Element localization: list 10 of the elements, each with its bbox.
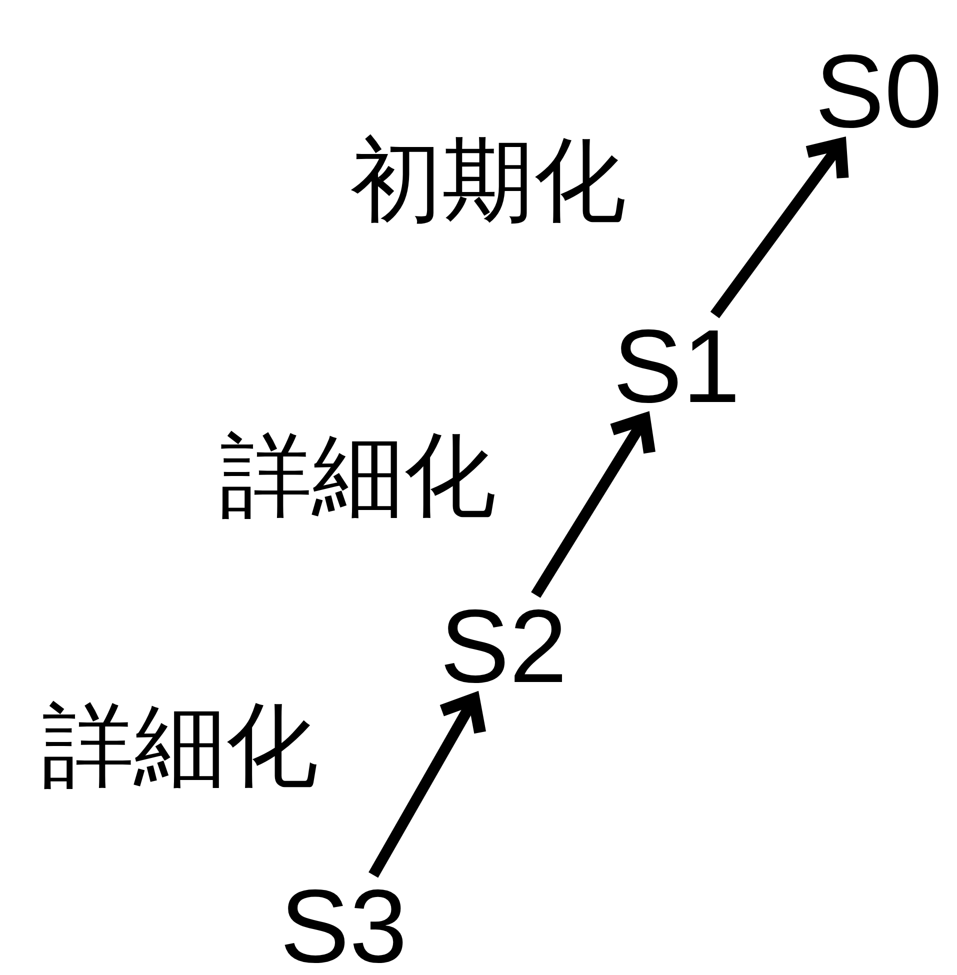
state-label: S0 xyxy=(815,40,942,144)
edge-label: 詳細化 xyxy=(42,700,318,792)
edge-label: 詳細化 xyxy=(220,430,496,522)
edge-label: 初期化 xyxy=(350,135,626,227)
state-label: S3 xyxy=(280,875,408,975)
arrow xyxy=(710,138,849,318)
state-label: S2 xyxy=(440,595,568,699)
arrow xyxy=(531,413,656,598)
state-label: S1 xyxy=(613,315,740,419)
arrow xyxy=(368,693,486,878)
